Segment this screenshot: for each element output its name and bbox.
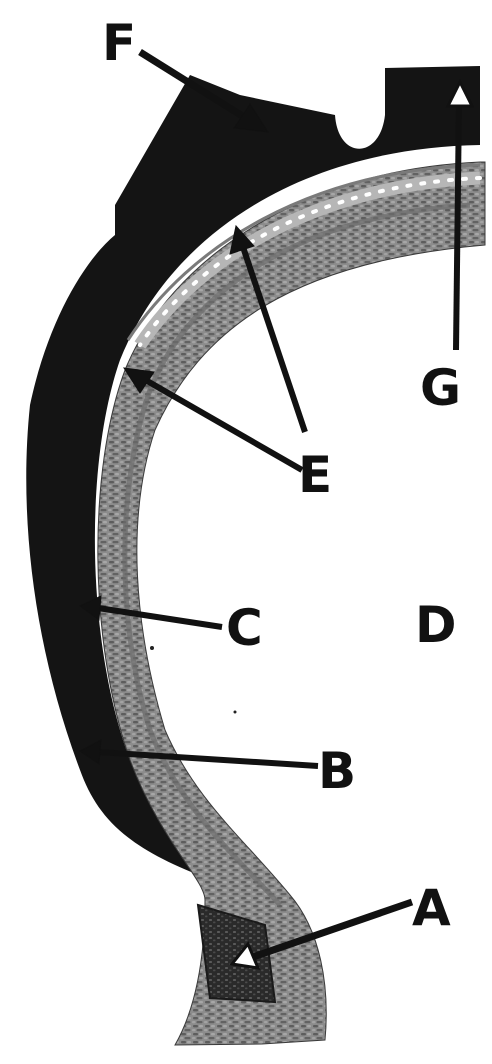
arrow-g-line <box>456 100 459 350</box>
label-a: A <box>412 879 451 937</box>
print-mark <box>234 711 237 714</box>
label-f: F <box>102 14 136 72</box>
label-c: C <box>226 599 263 657</box>
label-g: G <box>420 359 461 417</box>
label-e: E <box>298 446 332 504</box>
label-d: D <box>415 596 457 654</box>
label-b: B <box>318 742 356 800</box>
print-mark <box>150 646 154 650</box>
